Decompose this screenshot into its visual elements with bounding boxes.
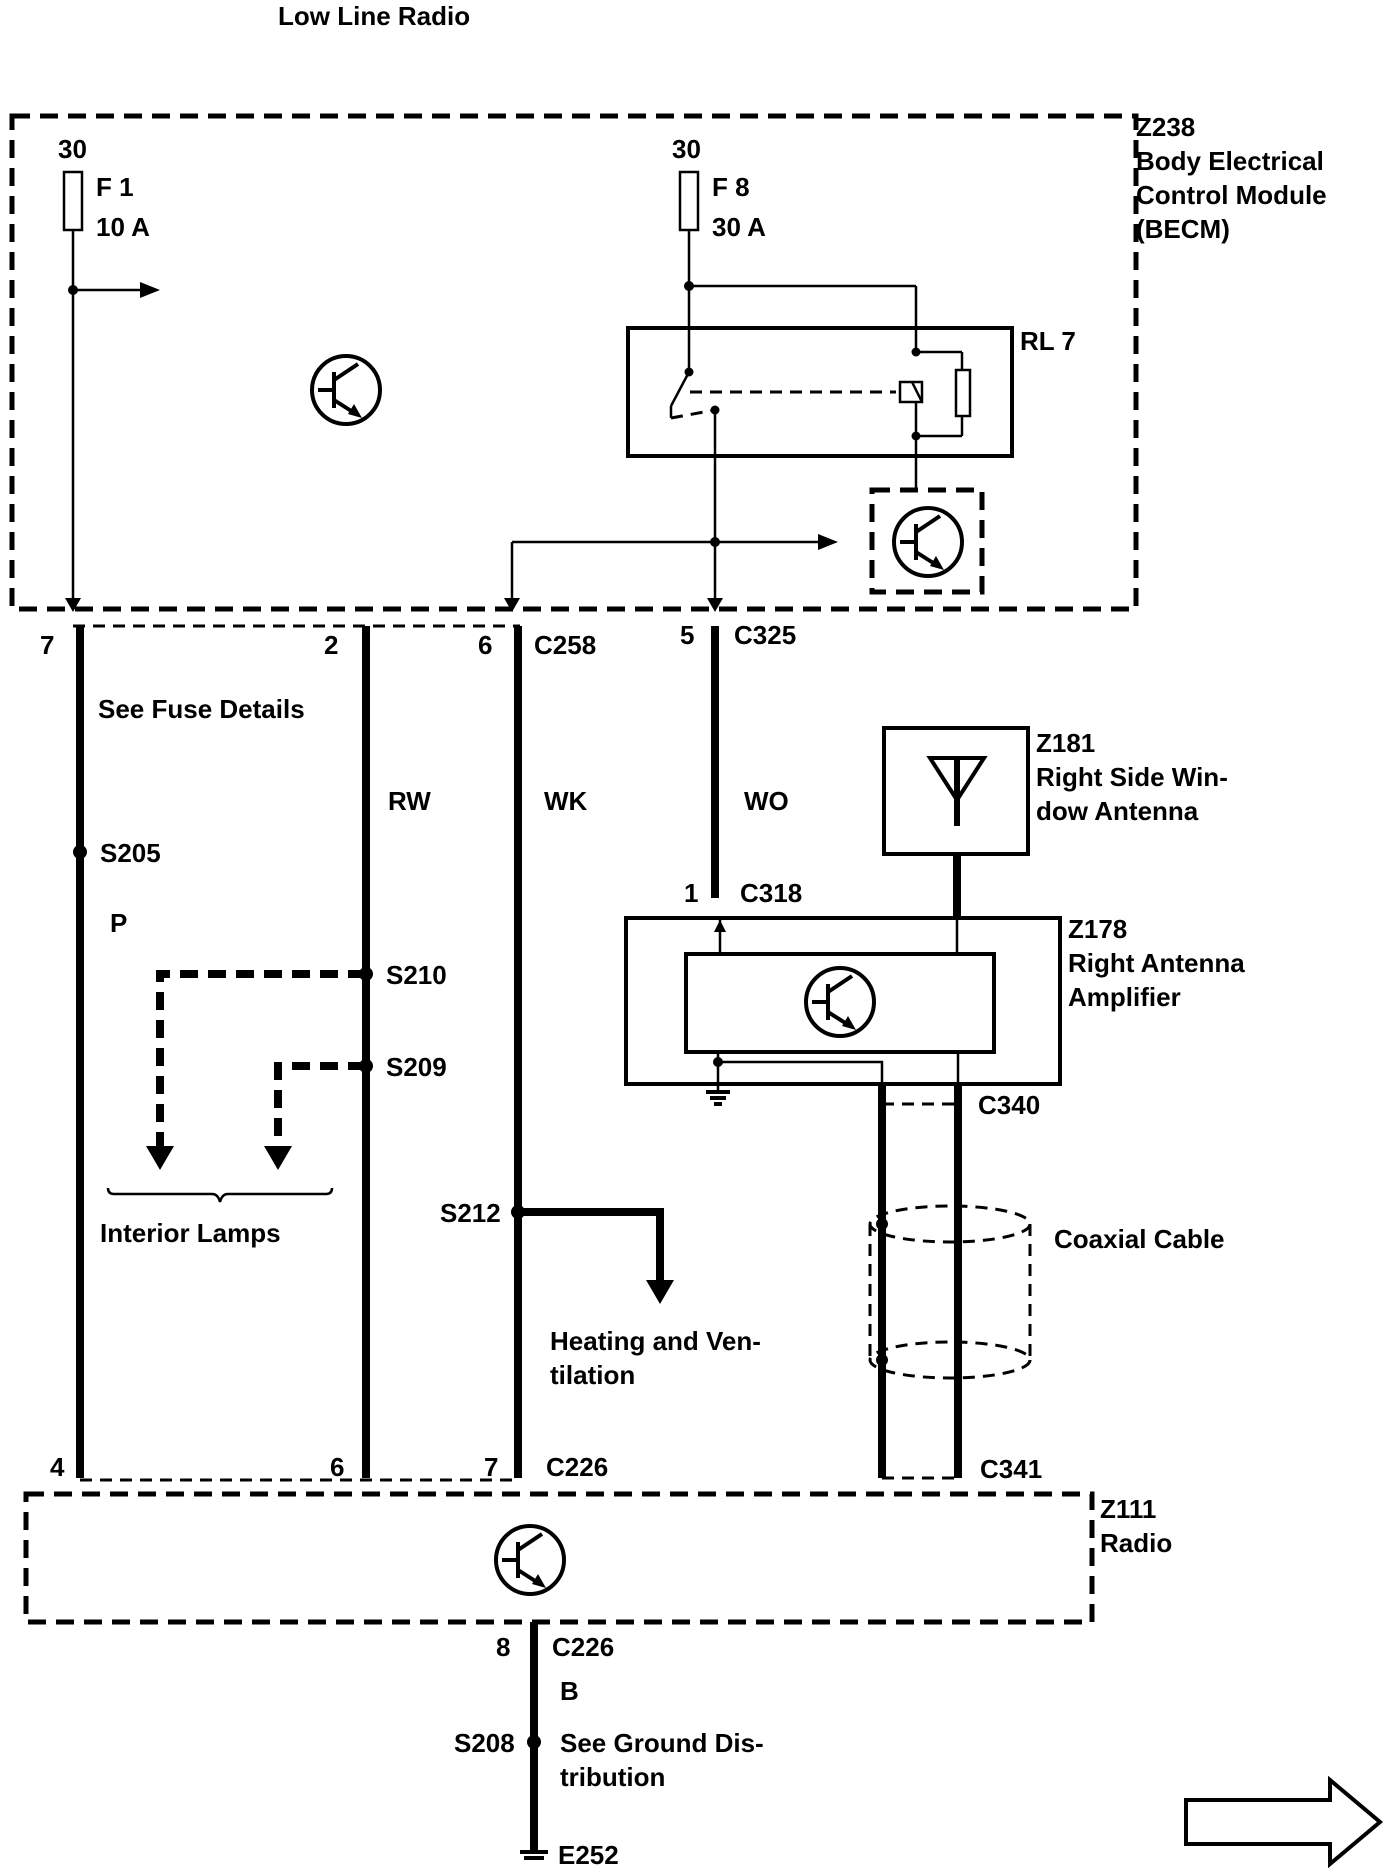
coax-dot-top [876,1218,888,1230]
radio-pin-4: 4 [50,1452,65,1482]
heating-label-line2: tilation [550,1360,635,1390]
fuse-details-note: See Fuse Details [98,694,305,724]
splice-s208: S208 [454,1728,515,1758]
becm-name-line1: Body Electrical [1136,146,1324,176]
fuse1-terminal: 30 [58,134,87,164]
wire-color-wk: WK [544,786,588,816]
relay-coil-diagonal [910,381,924,403]
relay-driver-box [869,487,985,595]
ground-icon [706,1090,730,1106]
heating-arrow [646,1280,674,1304]
connector-c325: C325 [734,620,796,650]
becm-id: Z238 [1136,112,1195,142]
antenna-icon [926,756,988,826]
radio-id: Z111 [1100,1494,1156,1524]
heating-label-line1: Heating and Ven- [550,1326,761,1356]
fuse8-name: F 8 [712,172,750,202]
coil-bottom-dot [911,431,921,441]
relay-coil [898,380,924,404]
relay-switch-arm [669,371,691,407]
relay-name: RL 7 [1020,326,1076,356]
radio-pin-7: 7 [484,1452,498,1482]
lamp-arrow-1 [146,1146,174,1170]
coax-label: Coaxial Cable [1054,1224,1225,1254]
amplifier-inner-box [684,952,996,1054]
wire-color-rw: RW [388,786,431,816]
pin-2: 2 [324,630,338,660]
becm-module-box [9,113,1139,612]
radio-pin-6: 6 [330,1452,344,1482]
connector-c226-top: C226 [546,1452,608,1482]
becm-name-line3: (BECM) [1136,214,1230,244]
relay-rl7-box [626,326,1014,458]
antenna-id: Z181 [1036,728,1095,758]
interior-lamps-label: Interior Lamps [100,1218,281,1248]
ground-note-line2: tribution [560,1762,665,1792]
amp-power-arrow [714,920,726,932]
wire-color-p: P [110,908,127,938]
ground-e252-icon [520,1850,548,1860]
connector-c341: C341 [980,1454,1042,1484]
next-page-arrow-icon[interactable] [1184,1775,1384,1868]
relay-driver-transistor-icon [892,506,964,578]
fuse8-terminal: 30 [672,134,701,164]
fuse8-rating: 30 A [712,212,766,242]
connector-c226-bottom: C226 [552,1632,614,1662]
coax-dot-bottom [876,1354,888,1366]
heating-branch [518,1208,664,1282]
pin-1: 1 [684,878,698,908]
antenna-name-line1: Right Side Win- [1036,762,1228,792]
splice-s212: S212 [440,1198,501,1228]
amp-ground-link [718,1060,884,1084]
fuse1-branch-arrow [140,282,160,298]
diagram-title: Low Line Radio [278,1,470,31]
wo-feed-arrow [707,598,723,612]
ground-note-line1: See Ground Dis- [560,1728,764,1758]
relay-switch-dash [670,408,716,420]
fuse8-symbol [678,170,700,232]
relay-output-arrow-right [818,534,838,550]
amplifier-id: Z178 [1068,914,1127,944]
becm-transistor-icon [310,354,382,426]
amplifier-z178-box [624,916,1062,1086]
radio-name: Radio [1100,1528,1172,1558]
pin-7: 7 [40,630,54,660]
splice-s209: S209 [386,1052,447,1082]
fuse1-output-arrow [65,598,81,612]
amplifier-name-line1: Right Antenna [1068,948,1245,978]
lamp-arrow-2 [264,1146,292,1170]
lamp-branch-s209 [274,1062,366,1148]
wire-color-b: B [560,1676,579,1706]
pin-5: 5 [680,620,694,650]
amplifier-transistor-icon [804,966,876,1038]
connector-c258: C258 [534,630,596,660]
antenna-name-line2: dow Antenna [1036,796,1199,826]
splice-s205-dot [73,845,87,859]
amplifier-name-line2: Amplifier [1068,982,1181,1012]
fuse1-name: F 1 [96,172,134,202]
lamp-branch-s210 [156,970,366,1148]
fuse1-rating: 10 A [96,212,150,242]
becm-name-line2: Control Module [1136,180,1327,210]
interior-lamps-brace [106,1187,334,1203]
coax-ellipse-top [868,1204,1032,1244]
wire-color-wo: WO [744,786,789,816]
pin-6: 6 [478,630,492,660]
connector-c318: C318 [740,878,802,908]
relay-resistor [954,368,972,418]
splice-s208-dot [527,1735,541,1749]
ground-point-e252: E252 [558,1840,619,1868]
connector-c340: C340 [978,1090,1040,1120]
wk-feed-arrow [504,598,520,612]
coax-ellipse-bottom [868,1340,1032,1380]
radio-z111-box [23,1491,1095,1625]
fuse1-symbol [62,170,84,232]
splice-s205: S205 [100,838,161,868]
radio-pin-8: 8 [496,1632,510,1662]
splice-s210: S210 [386,960,447,990]
radio-transistor-icon [494,1524,566,1596]
